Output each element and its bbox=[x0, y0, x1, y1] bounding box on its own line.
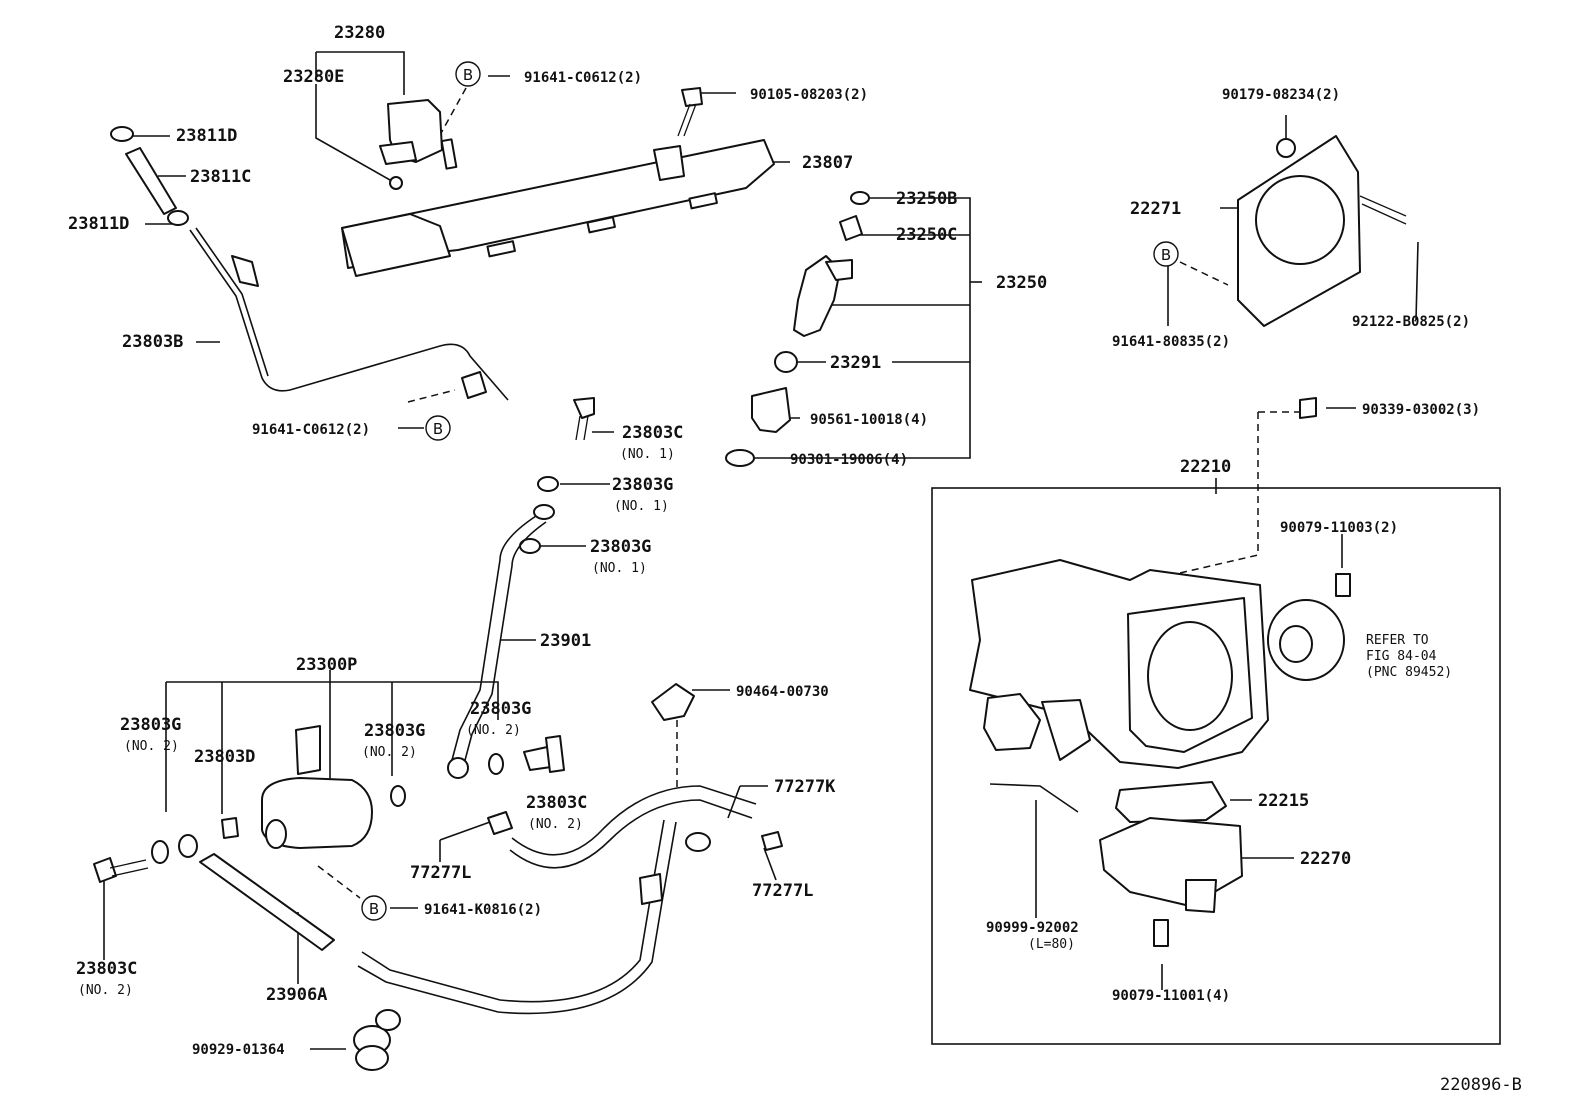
label-23291: 23291 bbox=[830, 353, 881, 373]
label-23803c-no2-right: 23803C bbox=[526, 793, 587, 813]
label-77277l-left: 77277L bbox=[410, 863, 471, 883]
fuel-hose-23811 bbox=[110, 126, 189, 226]
label-90929: 90929-01364 bbox=[192, 1042, 285, 1058]
fuel-pipe-23803b bbox=[189, 227, 509, 401]
label-23803g-no2-left-sub: (NO. 2) bbox=[124, 739, 179, 754]
label-90999: 90999-92002 bbox=[986, 920, 1079, 936]
label-23250b: 23250B bbox=[896, 189, 957, 209]
svg-text:B: B bbox=[463, 66, 473, 84]
label-90561: 90561-10018(4) bbox=[810, 412, 928, 428]
leader-lines bbox=[103, 51, 1419, 1050]
label-90079-11003: 90079-11003(2) bbox=[1280, 520, 1398, 536]
clip-90929 bbox=[353, 1009, 401, 1071]
label-22271: 22271 bbox=[1130, 199, 1181, 219]
reference-markers: B B B B bbox=[361, 61, 1179, 921]
fuel-pulsation-damper bbox=[151, 725, 406, 864]
label-23250c: 23250C bbox=[896, 225, 957, 245]
label-22270: 22270 bbox=[1300, 849, 1351, 869]
label-23803g-no1-a: 23803G bbox=[612, 475, 673, 495]
label-23803c-no1-sub: (NO. 1) bbox=[620, 447, 675, 462]
svg-text:B: B bbox=[433, 420, 443, 438]
label-23803c-no2-right-sub: (NO. 2) bbox=[528, 817, 583, 832]
label-23803c-no2-left-sub: (NO. 2) bbox=[78, 983, 133, 998]
pressure-regulator bbox=[379, 99, 458, 190]
figure-code: 220896-B bbox=[1440, 1075, 1522, 1095]
label-90301: 90301-19006(4) bbox=[790, 452, 908, 468]
fuel-hose-77277k bbox=[357, 785, 783, 1015]
label-23803g-no1-b: 23803G bbox=[590, 537, 651, 557]
label-90105: 90105-08203(2) bbox=[750, 87, 868, 103]
fuel-delivery-pipe bbox=[341, 139, 775, 277]
throttle-body bbox=[969, 559, 1351, 769]
label-23803g-no2-mid-sub: (NO. 2) bbox=[362, 745, 417, 760]
ref-b-marker-1: B bbox=[455, 61, 481, 87]
label-91641-k0816: 91641-K0816(2) bbox=[424, 902, 542, 918]
part-drawings bbox=[93, 87, 1407, 1071]
label-91641-80835: 91641-80835(2) bbox=[1112, 334, 1230, 350]
fuel-injector-group bbox=[725, 191, 870, 467]
label-90179: 90179-08234(2) bbox=[1222, 87, 1340, 103]
label-23803c-no1: 23803C bbox=[622, 423, 683, 443]
label-23906a: 23906A bbox=[266, 985, 327, 1005]
label-90464: 90464-00730 bbox=[736, 684, 829, 700]
fuel-hose-23901 bbox=[447, 515, 547, 779]
label-23803g-no2-left: 23803G bbox=[120, 715, 181, 735]
throttle-body-assembly-box bbox=[931, 487, 1501, 1045]
label-92122: 92122-B0825(2) bbox=[1352, 314, 1470, 330]
label-23803g-no2-mid: 23803G bbox=[364, 721, 425, 741]
label-refer-fig: FIG 84-04 bbox=[1366, 649, 1437, 664]
label-23803d: 23803D bbox=[194, 747, 255, 767]
label-23803b: 23803B bbox=[122, 332, 183, 352]
label-23803g-no1-b-sub: (NO. 1) bbox=[592, 561, 647, 576]
label-77277l-right: 77277L bbox=[752, 881, 813, 901]
hose-90999 bbox=[989, 783, 1079, 813]
label-91641-c0612-bottom: 91641-C0612(2) bbox=[252, 422, 370, 438]
label-22210: 22210 bbox=[1180, 457, 1231, 477]
union-bolt-no2-right bbox=[488, 735, 565, 775]
label-23811d-bottom: 23811D bbox=[68, 214, 129, 234]
ref-b-marker-2: B bbox=[425, 415, 451, 441]
label-23280e: 23280E bbox=[283, 67, 344, 87]
label-23807: 23807 bbox=[802, 153, 853, 173]
hose-clamp-90464 bbox=[651, 683, 695, 721]
label-90999-sub: (L=80) bbox=[1028, 937, 1075, 952]
label-22215: 22215 bbox=[1258, 791, 1309, 811]
part-labels: 23280 23280E 91641-C0612(2) 90105-08203(… bbox=[68, 23, 1522, 1095]
ref-b-marker-3: B bbox=[361, 895, 387, 921]
svg-text:B: B bbox=[1161, 246, 1171, 264]
label-23803g-no2-right-sub: (NO. 2) bbox=[466, 723, 521, 738]
label-23803g-no2-right: 23803G bbox=[470, 699, 531, 719]
svg-text:B: B bbox=[369, 900, 379, 918]
bolt-90105 bbox=[677, 87, 703, 137]
ref-b-marker-4: B bbox=[1153, 241, 1179, 267]
label-23901: 23901 bbox=[540, 631, 591, 651]
label-23811d-top: 23811D bbox=[176, 126, 237, 146]
label-91641-c0612-top: 91641-C0612(2) bbox=[524, 70, 642, 86]
fuel-pipe-23906a bbox=[178, 834, 335, 951]
label-90079-11001: 90079-11001(4) bbox=[1112, 988, 1230, 1004]
label-90339: 90339-03002(3) bbox=[1362, 402, 1480, 418]
label-77277k: 77277K bbox=[774, 777, 836, 797]
union-bolt-no2-left bbox=[93, 857, 149, 883]
label-refer-pnc: (PNC 89452) bbox=[1366, 665, 1452, 680]
label-23280: 23280 bbox=[334, 23, 385, 43]
union-bolt-no1 bbox=[519, 397, 595, 554]
label-23250: 23250 bbox=[996, 273, 1047, 293]
label-23803c-no2-left: 23803C bbox=[76, 959, 137, 979]
label-23803g-no1-a-sub: (NO. 1) bbox=[614, 499, 669, 514]
label-23300p: 23300P bbox=[296, 655, 357, 675]
throttle-body-gasket bbox=[1237, 135, 1407, 419]
idle-speed-control-valve bbox=[1099, 781, 1243, 947]
label-23811c: 23811C bbox=[190, 167, 251, 187]
label-refer-to: REFER TO bbox=[1366, 633, 1429, 648]
